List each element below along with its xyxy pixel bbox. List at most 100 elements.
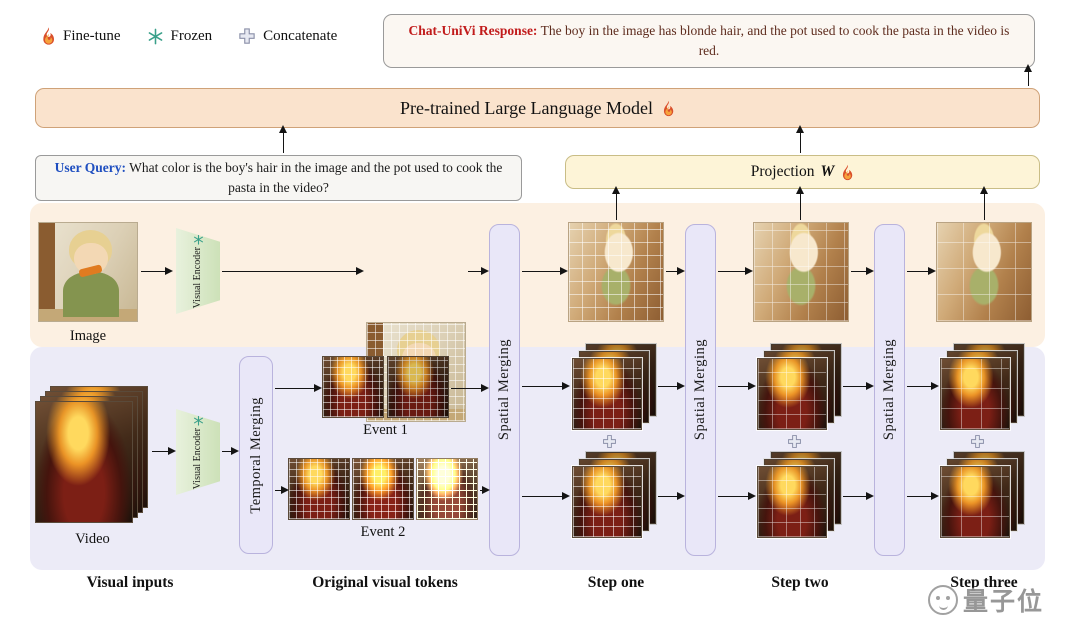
token-grid-overlay bbox=[323, 357, 383, 417]
snowflake-icon bbox=[193, 415, 203, 426]
visual-encoder-label: Visual Encoder bbox=[191, 246, 203, 309]
user-query-box: User Query: What color is the boy's hair… bbox=[35, 155, 522, 201]
watermark-text: 量子位 bbox=[963, 589, 1045, 616]
token-grid-overlay bbox=[937, 223, 1031, 321]
arrow-up bbox=[796, 186, 805, 220]
projection-symbol: W bbox=[820, 163, 835, 180]
arrow-right bbox=[480, 486, 490, 495]
llm-box: Pre-trained Large Language Model bbox=[35, 88, 1040, 128]
legend-concatenate: Concatenate bbox=[238, 27, 337, 45]
arrow-right bbox=[275, 486, 289, 495]
video-label: Video bbox=[75, 531, 110, 547]
token-grid-overlay bbox=[353, 459, 413, 519]
query-text-wrap: User Query: What color is the boy's hair… bbox=[48, 158, 509, 199]
temporal-merging-label: Temporal Merging bbox=[247, 396, 264, 514]
legend-finetune-label: Fine-tune bbox=[63, 27, 121, 44]
image-label: Image bbox=[69, 328, 107, 344]
response-label: Chat-UniVi Response: bbox=[408, 23, 538, 39]
token-stack-layer bbox=[939, 465, 1011, 539]
visual-encoder-video: Visual Encoder bbox=[176, 409, 220, 495]
token-grid-overlay bbox=[754, 223, 848, 321]
image-tokens-step-one bbox=[568, 222, 664, 322]
spatial-merging-3: Spatial Merging bbox=[874, 224, 905, 556]
legend: Fine-tune Frozen Concatenate bbox=[40, 26, 337, 46]
footer-step-two: Step two bbox=[771, 574, 829, 591]
spatial-merging-2: Spatial Merging bbox=[685, 224, 716, 556]
token-grid-overlay bbox=[941, 359, 1009, 429]
spatial-merging-label: Spatial Merging bbox=[692, 339, 708, 441]
spatial-merging-1: Spatial Merging bbox=[489, 224, 520, 556]
flame-icon bbox=[43, 27, 54, 45]
event2-frame-1 bbox=[288, 458, 350, 520]
footer-step-one: Step one bbox=[587, 574, 645, 591]
footer-visual-inputs: Visual inputs bbox=[86, 574, 174, 591]
arrow-up bbox=[796, 125, 805, 153]
snowflake-icon bbox=[193, 234, 203, 245]
token-stack-layer bbox=[939, 357, 1011, 431]
token-grid-overlay bbox=[573, 359, 641, 429]
token-stack-layer bbox=[756, 465, 828, 539]
arrow-right bbox=[522, 492, 570, 501]
legend-frozen-label: Frozen bbox=[170, 27, 213, 44]
video-tokens-step-two-event2 bbox=[756, 451, 842, 539]
event2-label: Event 2 bbox=[360, 524, 406, 540]
event1-label: Event 1 bbox=[363, 422, 408, 438]
token-stack-layer bbox=[756, 357, 828, 431]
image-input-photo bbox=[38, 222, 138, 322]
arrow-right bbox=[152, 447, 176, 456]
arrow-right bbox=[666, 267, 685, 276]
legend-finetune: Fine-tune bbox=[40, 26, 121, 46]
token-stack-layer bbox=[571, 465, 643, 539]
arrow-right bbox=[275, 384, 322, 393]
arrow-right bbox=[222, 267, 364, 276]
token-grid-overlay bbox=[941, 467, 1009, 537]
token-grid-overlay bbox=[758, 467, 826, 537]
spatial-merging-label: Spatial Merging bbox=[881, 339, 897, 441]
watermark-logo-icon bbox=[928, 585, 958, 615]
arrow-right bbox=[843, 382, 874, 391]
token-grid-overlay bbox=[573, 467, 641, 537]
arrow-right bbox=[718, 382, 756, 391]
arrow-right bbox=[907, 382, 939, 391]
arrow-right bbox=[522, 267, 568, 276]
arrow-up bbox=[612, 186, 621, 220]
response-text: The boy in the image has blonde hair, an… bbox=[540, 23, 1010, 58]
concatenate-icon bbox=[971, 435, 984, 448]
photo-detail bbox=[62, 272, 120, 318]
event2-frame-2 bbox=[352, 458, 414, 520]
snowflake-icon bbox=[148, 28, 162, 44]
photo-detail bbox=[39, 223, 55, 321]
flame-icon bbox=[663, 100, 674, 116]
llm-label: Pre-trained Large Language Model bbox=[399, 97, 654, 118]
concatenate-icon bbox=[239, 28, 255, 44]
arrow-right bbox=[718, 267, 753, 276]
arrow-right bbox=[907, 492, 939, 501]
arrow-right bbox=[451, 384, 489, 393]
token-grid-overlay bbox=[758, 359, 826, 429]
token-grid-overlay bbox=[388, 357, 448, 417]
legend-concatenate-label: Concatenate bbox=[263, 27, 338, 44]
arrow-right bbox=[658, 492, 685, 501]
arrow-up bbox=[980, 186, 989, 220]
response-text-wrap: Chat-UniVi Response: The boy in the imag… bbox=[398, 21, 1020, 60]
event1-frame-2 bbox=[387, 356, 449, 418]
projection-box: Projection W bbox=[565, 155, 1040, 189]
arrow-right bbox=[907, 267, 936, 276]
arrow-right bbox=[468, 267, 489, 276]
video-tokens-step-three-event1 bbox=[939, 343, 1025, 431]
visual-encoder-image: Visual Encoder bbox=[176, 228, 220, 314]
image-tokens-step-three bbox=[936, 222, 1032, 322]
video-input-stack bbox=[35, 386, 150, 526]
arrow-right bbox=[222, 447, 239, 456]
concatenate-icon bbox=[603, 435, 616, 448]
response-box: Chat-UniVi Response: The boy in the imag… bbox=[383, 14, 1035, 68]
footer-original-tokens: Original visual tokens bbox=[312, 574, 458, 591]
video-tokens-step-one-event1 bbox=[571, 343, 657, 431]
token-grid-overlay bbox=[417, 459, 477, 519]
arrow-up bbox=[279, 125, 288, 153]
video-tokens-step-two-event1 bbox=[756, 343, 842, 431]
token-stack-layer bbox=[571, 357, 643, 431]
event1-frame-1 bbox=[322, 356, 384, 418]
arrow-right bbox=[851, 267, 874, 276]
